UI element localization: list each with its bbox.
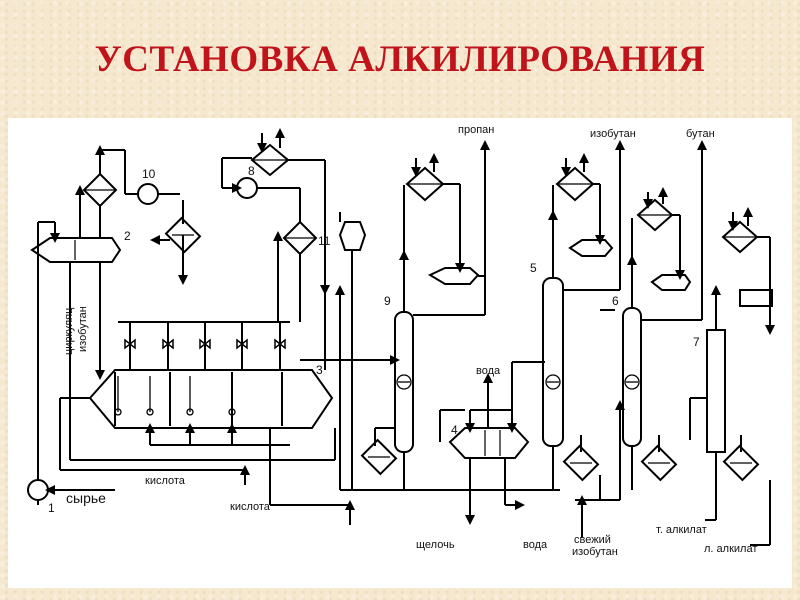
drum-11 [338,221,367,251]
label-fresh-2: изобутан [572,546,618,558]
label-butane: бутан [686,128,715,140]
pump-10 [137,183,159,205]
label-num-1: 1 [48,501,55,515]
label-num-2: 2 [124,229,131,243]
label-num-11: 11 [318,234,331,248]
settler-4 [448,427,530,459]
slide-title: УСТАНОВКА АЛКИЛИРОВАНИЯ [94,39,706,80]
label-num-9: 9 [384,294,391,308]
column-5 [542,277,564,447]
label-water-in: вода [476,365,501,377]
reactor-3 [88,369,334,429]
reflux-drum-6 [650,274,692,291]
label-num-4: 4 [451,423,458,437]
label-num-5: 5 [530,261,537,275]
label-acid-2: кислота [230,501,271,513]
label-feed: сырье [66,490,106,506]
reflux-drum-7 [739,289,773,307]
label-heavy-alkylate: т. алкилат [656,524,707,536]
reflux-drum-5 [568,239,614,257]
label-num-10: 10 [142,167,156,181]
label-light-alkylate: л. алкилат [704,543,757,555]
pump-8 [236,177,258,199]
label-num-7: 7 [693,335,700,349]
condenser-top [250,143,290,177]
label-circulation-2: изобутан [77,306,89,352]
label-water-out: вода [523,539,548,551]
condenser-5 [555,166,595,202]
reflux-drum-9 [427,267,480,285]
label-alkali: щелочь [416,539,455,551]
column-6 [622,307,642,447]
label-num-3: 3 [316,363,323,377]
label-isobutane: изобутан [590,128,636,140]
pump-1 [27,479,49,501]
column-7 [706,329,726,453]
condenser-6 [636,198,674,232]
valve-row [124,338,286,350]
label-num-6: 6 [612,294,619,308]
separator-2 [30,237,122,263]
label-circulation-1: циркуляц [63,307,75,355]
label-acid-1: кислота [145,475,186,487]
condenser-9 [405,166,445,202]
label-propane: пропан [458,124,494,136]
label-num-8: 8 [248,164,255,178]
label-fresh-1: свежий [574,534,611,546]
condenser-7 [721,220,759,254]
